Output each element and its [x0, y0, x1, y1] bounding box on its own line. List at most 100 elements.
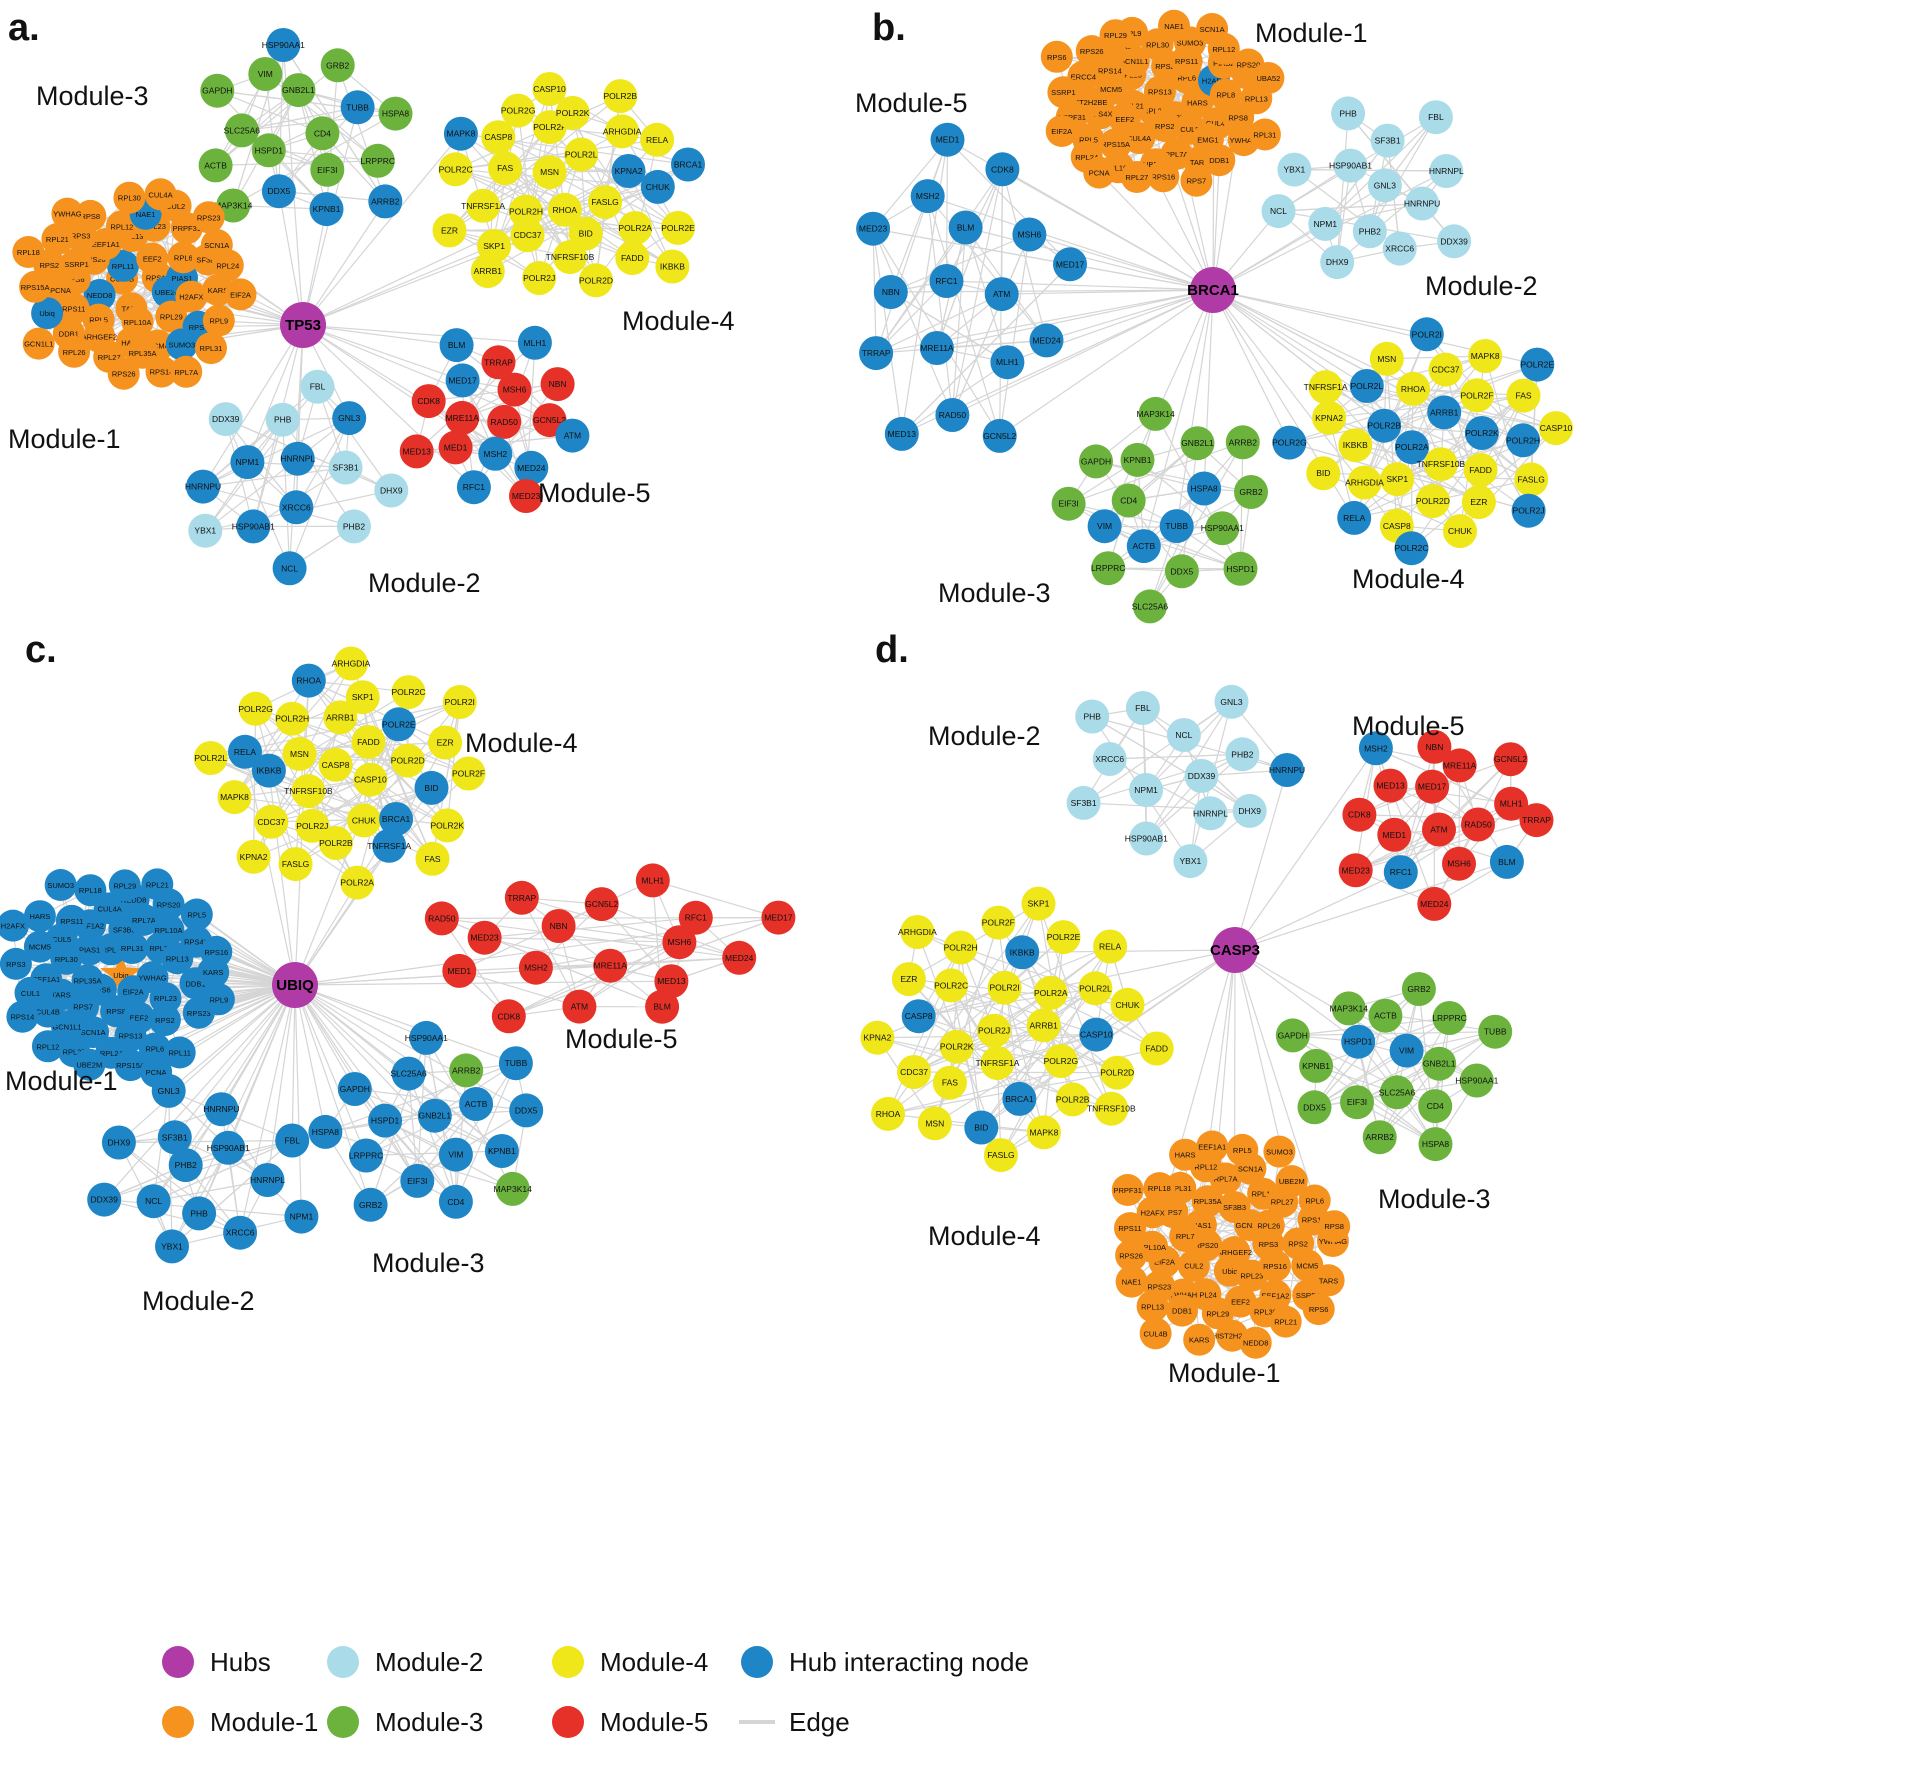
node-MED17: [1415, 769, 1450, 804]
edge: [1098, 172, 1214, 291]
node-VIM: [248, 57, 283, 91]
edge: [1363, 334, 1428, 483]
node-CASP8: [901, 999, 936, 1034]
node-POLR2E: [1046, 920, 1081, 955]
edge: [202, 466, 346, 488]
node-GNL3: [332, 401, 367, 436]
node-PCNA: [1083, 156, 1116, 189]
node-BID: [1306, 456, 1341, 491]
node-POLR2B: [318, 826, 353, 860]
edge: [233, 680, 310, 798]
module-label: Module-5: [538, 478, 651, 508]
edge: [202, 417, 350, 488]
node-MED24: [722, 940, 757, 975]
node-CDC37: [510, 218, 545, 253]
node-CDC37: [1428, 352, 1463, 387]
edge: [1095, 460, 1252, 493]
node-GRB2: [353, 1187, 388, 1222]
module-label: Module-3: [1378, 1184, 1491, 1214]
node-HSPD1: [1223, 551, 1258, 586]
node-MED23: [509, 479, 543, 513]
node-RPL21: [41, 223, 74, 255]
panel-c-nodes: CASP8CASP10TNFRSF10BFADDCHUKMSNPOLR2DPOL…: [0, 646, 796, 1264]
node-MSH6: [497, 372, 532, 407]
node-MED1: [438, 430, 473, 465]
node-TRRAP: [481, 345, 516, 380]
panel-letter: d.: [875, 629, 909, 671]
edge: [455, 435, 573, 448]
node-DHX9: [1232, 793, 1267, 828]
node-RPS15A: [114, 1049, 147, 1082]
node-HSP90AA1: [409, 1020, 444, 1055]
node-NEDD8: [1239, 1326, 1272, 1359]
edge: [365, 1103, 477, 1157]
edge: [951, 227, 967, 416]
node-POLR2F: [1460, 378, 1494, 413]
edge: [1364, 369, 1447, 483]
node-RPS6: [1040, 40, 1073, 73]
node-TUBB: [1478, 1014, 1513, 1049]
node-POLR2C: [1394, 531, 1429, 566]
edge: [297, 89, 328, 210]
edge: [311, 760, 409, 827]
node-MAPK8: [443, 116, 478, 151]
node-POLR2H: [943, 930, 978, 965]
node-RAD50: [424, 901, 459, 936]
node-VIM: [1087, 509, 1122, 544]
node-RPL5: [1226, 1133, 1259, 1166]
node-CASP8: [318, 747, 353, 782]
node-DHX9: [374, 473, 409, 508]
node-MRE11A: [1442, 748, 1477, 783]
node-FAS: [415, 841, 450, 876]
legend-hubs-swatch: [162, 1646, 194, 1678]
node-UBE2M: [1275, 1165, 1308, 1198]
edge: [927, 195, 1214, 291]
node-ARRB1: [1026, 1008, 1061, 1043]
node-RELA: [1093, 929, 1128, 964]
edge: [1324, 140, 1389, 225]
edge: [901, 361, 1008, 435]
node-ARHGDIA: [1347, 465, 1382, 500]
node-BLM: [439, 328, 474, 363]
node-MED1: [442, 953, 477, 988]
node-NCL: [1166, 718, 1201, 752]
node-HNRNPL: [1193, 796, 1228, 831]
node-DDB1: [1203, 144, 1236, 177]
module-label: Module-1: [1255, 18, 1368, 48]
node-HNRNPU: [1270, 753, 1304, 787]
node-PHB: [265, 402, 300, 437]
node-GNL3: [1367, 168, 1402, 203]
edge: [168, 984, 296, 1092]
node-YWHAG: [51, 197, 84, 230]
edge: [408, 1073, 457, 1203]
edge: [294, 957, 740, 986]
module-label: Module-4: [465, 728, 578, 758]
node-EZR: [432, 213, 467, 248]
edge: [282, 419, 355, 527]
node-KPNB1: [484, 1134, 519, 1168]
edge: [1029, 233, 1214, 291]
edge: [508, 965, 611, 1017]
node-SLC25A6: [224, 113, 259, 148]
node-SF3B1: [157, 1120, 192, 1155]
node-GNB2L1: [1422, 1046, 1457, 1081]
node-CUL2: [1177, 1249, 1210, 1282]
node-RPL30: [113, 181, 146, 214]
node-MAPK8: [217, 780, 252, 815]
edge: [202, 486, 355, 527]
node-CASP10: [1539, 411, 1573, 446]
node-RPS16: [200, 935, 233, 968]
node-POLR2D: [390, 743, 425, 778]
edge: [255, 708, 297, 865]
edge: [1434, 1017, 1451, 1145]
edge: [1294, 169, 1447, 172]
node-MSH2: [478, 436, 513, 471]
node-RPL35A: [1191, 1185, 1224, 1218]
node-RPL6: [1298, 1184, 1331, 1217]
node-RPS2: [1148, 110, 1181, 142]
edge: [484, 937, 672, 982]
node-RPL31: [195, 332, 227, 365]
node-POLR2I: [442, 685, 477, 719]
edge: [875, 139, 949, 354]
node-YBX1: [1277, 152, 1312, 187]
